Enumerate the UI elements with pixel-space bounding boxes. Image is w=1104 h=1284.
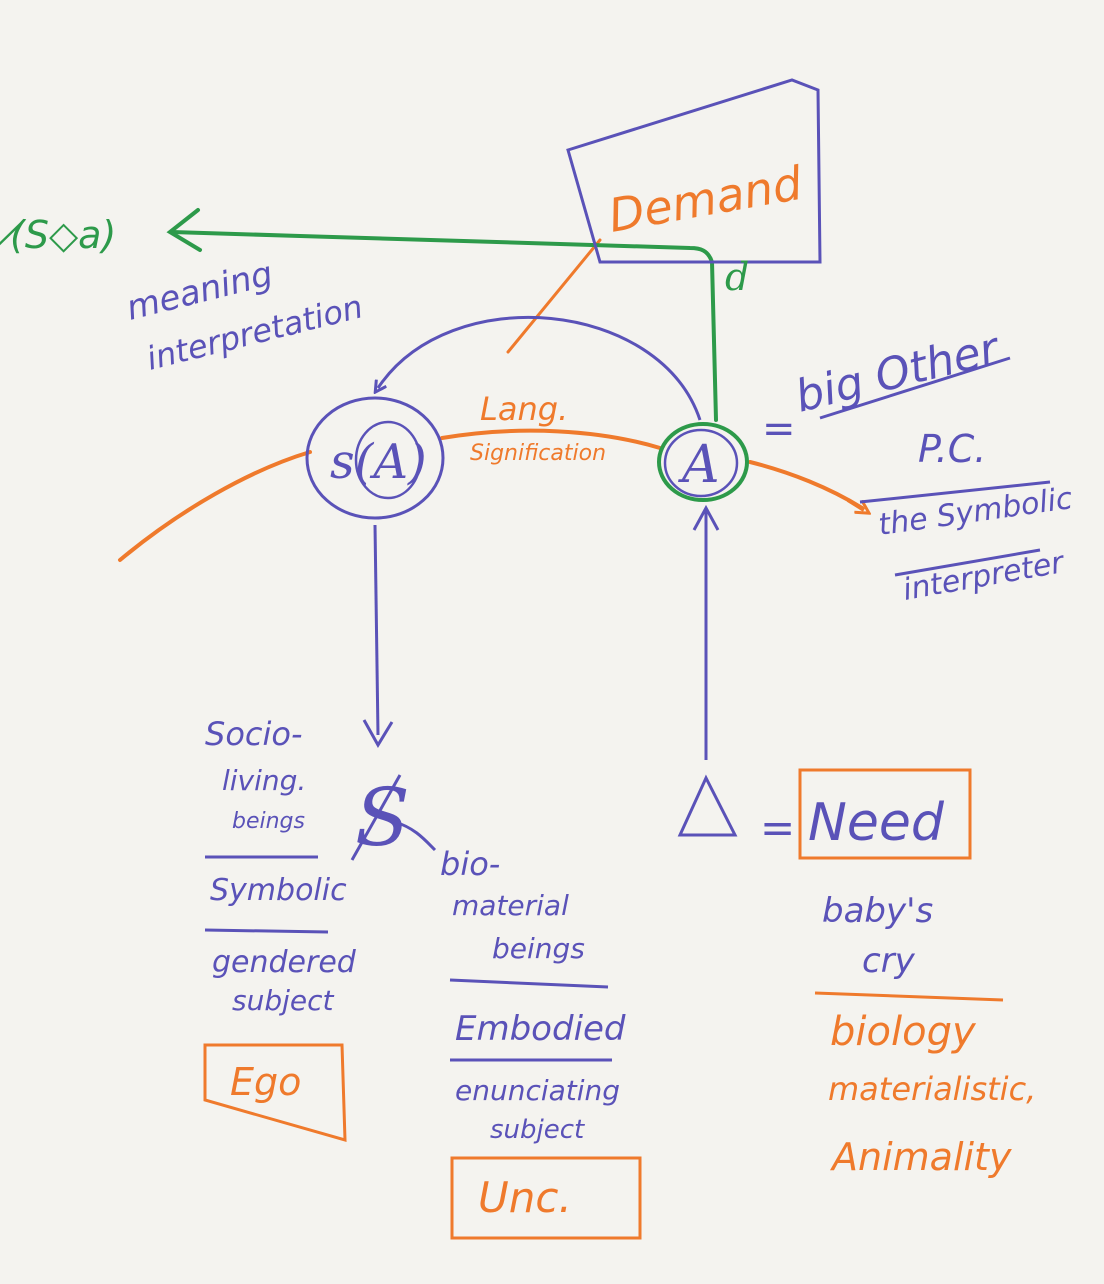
barred-s-label: S (355, 771, 410, 864)
equals-need: = (760, 803, 795, 852)
pc-label: P.C. (918, 427, 986, 471)
desire-green-arrowhead (166, 208, 202, 252)
embodied-label: Embodied (455, 1009, 626, 1049)
lang-label: Lang. (480, 390, 568, 428)
unc-label: Unc. (478, 1173, 572, 1222)
down-arrowhead (362, 719, 394, 748)
socio-line-3: beings (232, 809, 305, 834)
signification-arrowhead (846, 498, 864, 510)
sA-label: s(A) (330, 434, 427, 490)
biology-label: biology (830, 1009, 977, 1055)
symbolic-left-label: Symbolic (210, 873, 347, 908)
A-node-green (657, 422, 749, 502)
bio-line-2: material (452, 889, 569, 922)
middle-rule-1 (449, 978, 609, 989)
left-texts: S Socio- living. beings Symbolic gendere… (205, 715, 410, 1104)
rule-3 (894, 548, 1041, 577)
enunciating-line-1: enunciating (455, 1074, 620, 1107)
need-box (798, 768, 972, 860)
need-label: Need (808, 793, 945, 853)
desire-label: d (725, 255, 749, 299)
matheme-label: (̸S◇a) (0, 213, 116, 257)
up-arrowhead (692, 504, 720, 531)
bio-line-3: beings (492, 932, 585, 965)
demand-box (566, 78, 822, 264)
rule-1 (819, 356, 1011, 420)
A-node-blue (663, 428, 739, 498)
barred-s-slash (350, 774, 402, 861)
A-label: A (678, 435, 720, 495)
middle-texts: bio- material beings Embodied enunciatin… (440, 845, 626, 1222)
interpreter-label: interpreter (900, 545, 1068, 608)
right-rule-orange (814, 991, 1004, 1002)
down-arrow-to-subject (373, 524, 380, 736)
barred-s-tail (394, 820, 437, 852)
right-texts: Δ = Need baby's cry biology materialisti… (690, 0, 1036, 1179)
retroaction-arc (378, 315, 702, 421)
top-texts: (̸S◇a) meaning interpretation Demand d (0, 156, 807, 378)
unc-box (450, 1156, 642, 1240)
ego-label: Ego (230, 1060, 301, 1104)
gendered-line-2: subject (232, 984, 335, 1017)
gendered-line-1: gendered (212, 945, 357, 980)
animality-label: Animality (829, 1135, 1012, 1179)
baby-line-2: cry (862, 941, 916, 981)
left-rule-2 (204, 928, 329, 934)
sA-inner-circle (354, 420, 422, 500)
delta-triangle (677, 774, 738, 837)
demand-orange-line (506, 238, 602, 354)
signification-label: Signification (470, 441, 606, 466)
baby-line-1: baby's (822, 891, 933, 931)
socio-line-1: Socio- (205, 715, 303, 753)
socio-line-2: living. (222, 764, 306, 797)
big-other-label: big Other (790, 322, 1006, 422)
bio-line-1: bio- (440, 845, 500, 883)
demand-label: Demand (605, 156, 807, 243)
equals-big-other: = (762, 406, 796, 452)
sA-node (305, 396, 445, 520)
delta-glyph: Δ (690, 0, 691, 1)
rule-2 (859, 480, 1051, 504)
materialistic-label: materialistic, (828, 1070, 1036, 1108)
ego-box (203, 1043, 347, 1143)
enunciating-line-2: subject (490, 1115, 585, 1145)
